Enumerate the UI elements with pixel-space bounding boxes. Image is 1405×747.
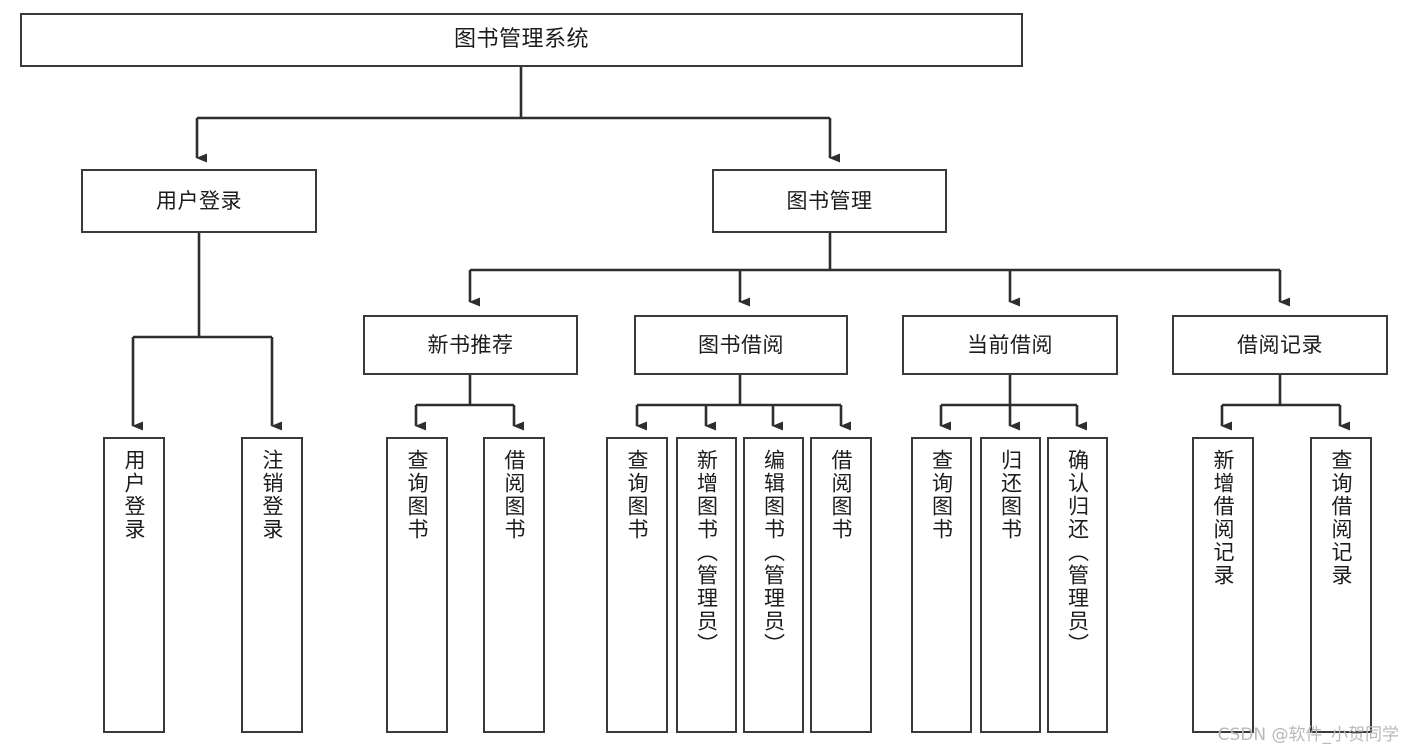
- leaf-current-confirm-return-label: 确认归还（管理员）: [1065, 449, 1090, 656]
- leaf-borrow-borrow-book[interactable]: 借阅图书: [810, 437, 872, 733]
- leaf-user-logout-label: 注销登录: [260, 449, 285, 541]
- leaf-newbook-borrow-book[interactable]: 借阅图书: [483, 437, 545, 733]
- leaf-borrow-add-book-label: 新增图书（管理员）: [694, 449, 719, 656]
- leaf-records-query-record-label: 查询借阅记录: [1329, 449, 1354, 587]
- node-book-borrow-label: 图书借阅: [698, 332, 784, 357]
- leaf-user-login[interactable]: 用户登录: [103, 437, 165, 733]
- leaf-current-query-book[interactable]: 查询图书: [911, 437, 972, 733]
- leaf-borrow-query-book[interactable]: 查询图书: [606, 437, 668, 733]
- node-book-borrow[interactable]: 图书借阅: [634, 315, 848, 375]
- leaf-user-logout[interactable]: 注销登录: [241, 437, 303, 733]
- leaf-current-query-book-label: 查询图书: [929, 449, 954, 541]
- node-user-login[interactable]: 用户登录: [81, 169, 317, 233]
- node-new-book-recommend-label: 新书推荐: [427, 332, 514, 357]
- node-current-borrow[interactable]: 当前借阅: [902, 315, 1118, 375]
- leaf-newbook-borrow-book-label: 借阅图书: [502, 449, 527, 541]
- leaf-borrow-edit-book-label: 编辑图书（管理员）: [761, 449, 786, 656]
- node-current-borrow-label: 当前借阅: [967, 332, 1053, 357]
- leaf-borrow-add-book[interactable]: 新增图书（管理员）: [676, 437, 737, 733]
- leaf-records-add-record[interactable]: 新增借阅记录: [1192, 437, 1254, 733]
- leaf-borrow-query-book-label: 查询图书: [625, 449, 650, 541]
- leaf-current-return-book[interactable]: 归还图书: [980, 437, 1041, 733]
- node-book-management-label: 图书管理: [786, 188, 873, 213]
- node-borrow-records-label: 借阅记录: [1237, 332, 1323, 357]
- node-root-label: 图书管理系统: [453, 27, 589, 53]
- leaf-borrow-edit-book[interactable]: 编辑图书（管理员）: [743, 437, 804, 733]
- leaf-user-login-label: 用户登录: [122, 449, 147, 541]
- leaf-current-return-book-label: 归还图书: [998, 449, 1023, 541]
- leaf-borrow-borrow-book-label: 借阅图书: [829, 449, 854, 541]
- node-new-book-recommend[interactable]: 新书推荐: [363, 315, 578, 375]
- leaf-records-add-record-label: 新增借阅记录: [1211, 449, 1236, 587]
- watermark-text: CSDN @软件_小贺同学: [1217, 725, 1399, 745]
- leaf-records-query-record[interactable]: 查询借阅记录: [1310, 437, 1372, 733]
- node-borrow-records[interactable]: 借阅记录: [1172, 315, 1388, 375]
- node-user-login-label: 用户登录: [156, 188, 242, 213]
- leaf-newbook-query-book-label: 查询图书: [405, 449, 430, 541]
- leaf-current-confirm-return[interactable]: 确认归还（管理员）: [1047, 437, 1108, 733]
- node-book-management[interactable]: 图书管理: [712, 169, 947, 233]
- node-root[interactable]: 图书管理系统: [20, 13, 1023, 67]
- leaf-newbook-query-book[interactable]: 查询图书: [386, 437, 448, 733]
